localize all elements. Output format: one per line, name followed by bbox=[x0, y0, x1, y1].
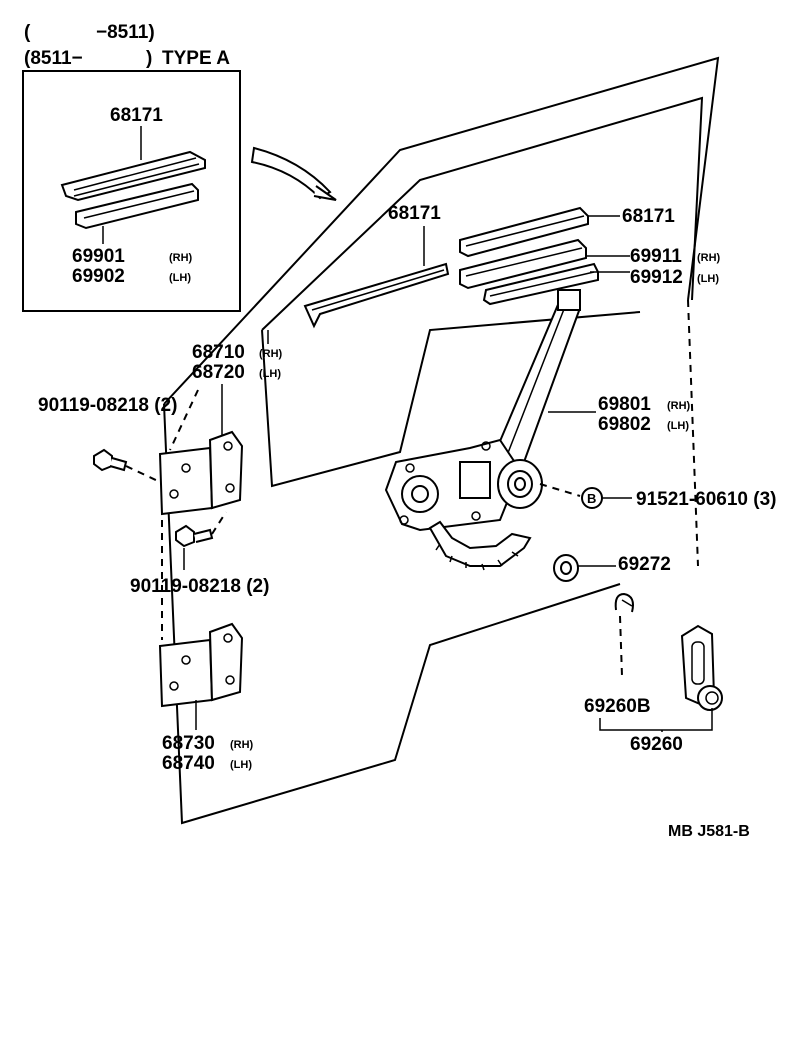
run-channel-number: 68171 bbox=[388, 203, 441, 224]
washer-number: 69272 bbox=[618, 554, 671, 575]
window-regulator bbox=[384, 289, 582, 571]
lower-hinge bbox=[158, 622, 244, 708]
run-channel bbox=[303, 262, 450, 329]
regulator-lh-tag: (LH) bbox=[667, 420, 689, 432]
header-open-paren: ( bbox=[24, 22, 31, 43]
lower-hinge-rh-number: 68730 bbox=[162, 733, 215, 754]
lower-channel-lh-tag: (LH) bbox=[697, 273, 719, 285]
lower-bolt-number: 90119-08218 (2) bbox=[130, 576, 269, 597]
upper-hinge-lh-tag: (LH) bbox=[259, 368, 281, 380]
lower-hinge-lh-tag: (LH) bbox=[230, 759, 252, 771]
header-line2-code: (8511− bbox=[24, 48, 83, 69]
middle-bolt bbox=[175, 524, 214, 548]
lower-channel-rh-number: 69911 bbox=[630, 246, 682, 267]
inset-channel-top-number: 68171 bbox=[110, 105, 163, 126]
washer bbox=[553, 554, 579, 582]
b-marker-letter: B bbox=[587, 491, 596, 506]
lower-hinge-lh-number: 68740 bbox=[162, 753, 215, 774]
inset-lower-channel bbox=[75, 182, 199, 230]
glass-channel bbox=[459, 206, 589, 258]
inset-arrow bbox=[250, 146, 337, 201]
header-type-label: TYPE A bbox=[162, 48, 230, 69]
handle-number: 69260 bbox=[630, 734, 683, 755]
glass-channel-number: 68171 bbox=[622, 206, 675, 227]
inset-rh-tag: (RH) bbox=[169, 252, 193, 264]
inset-lh-tag: (LH) bbox=[169, 272, 191, 284]
diagram-code: MB J581-B bbox=[668, 823, 750, 840]
lower-channel-lh-number: 69912 bbox=[630, 267, 683, 288]
window-handle bbox=[680, 624, 723, 711]
inset-channel-rh-number: 69901 bbox=[72, 246, 125, 267]
regulator-rh-number: 69801 bbox=[598, 394, 651, 415]
header-line1-code: −8511) bbox=[96, 22, 155, 43]
upper-bolt-number: 90119-08218 (2) bbox=[38, 395, 177, 416]
upper-bolt bbox=[93, 448, 128, 472]
upper-hinge-rh-tag: (RH) bbox=[259, 348, 283, 360]
regulator-rh-tag: (RH) bbox=[667, 400, 691, 412]
handle-clip-number: 69260B bbox=[584, 696, 651, 717]
upper-hinge bbox=[158, 430, 244, 516]
inset-channel-lh-number: 69902 bbox=[72, 266, 125, 287]
upper-hinge-lh-number: 68720 bbox=[192, 362, 245, 383]
lower-hinge-rh-tag: (RH) bbox=[230, 739, 254, 751]
inset-box: 68171 69901 (RH) 69902 (LH) bbox=[22, 70, 241, 312]
lower-glass-channel bbox=[459, 238, 599, 306]
upper-hinge-rh-number: 68710 bbox=[192, 342, 245, 363]
b-bolt-number: 91521-60610 (3) bbox=[636, 489, 777, 510]
inset-upper-channel bbox=[60, 150, 206, 202]
lower-channel-rh-tag: (RH) bbox=[697, 252, 721, 264]
regulator-lh-number: 69802 bbox=[598, 414, 651, 435]
handle-clip bbox=[614, 592, 634, 613]
header-close-paren: ) bbox=[146, 48, 152, 69]
